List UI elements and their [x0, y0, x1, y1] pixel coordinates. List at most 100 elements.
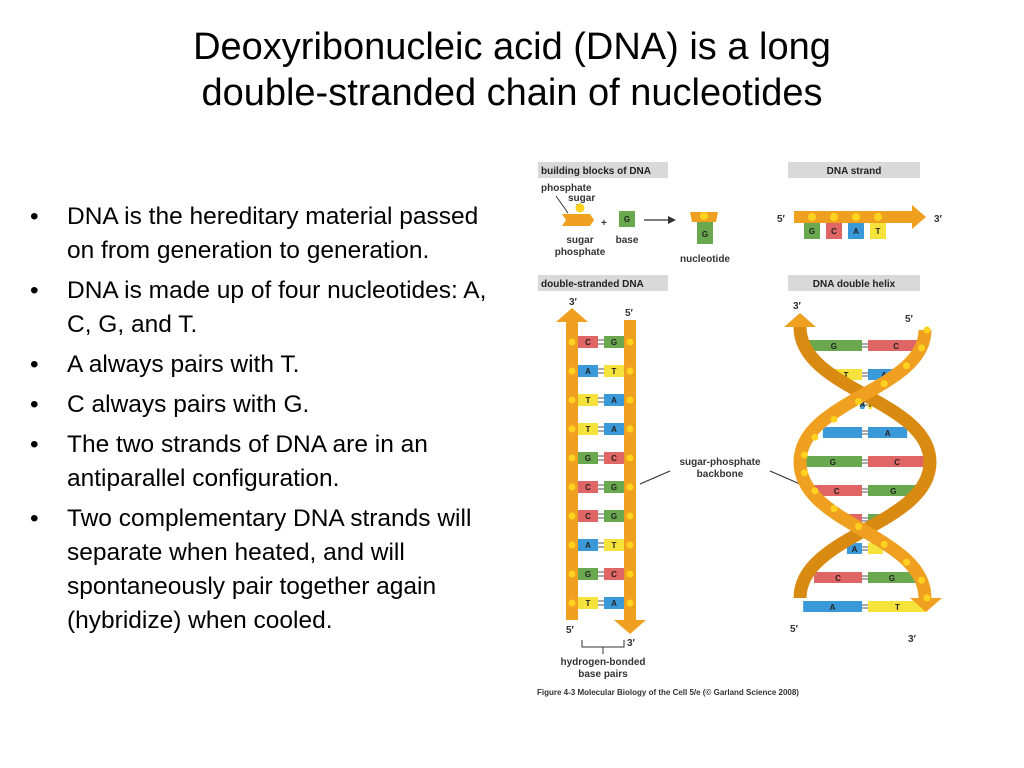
bullet-marker: • — [30, 505, 39, 532]
bullet-text: The two strands of DNA are in an antipar… — [67, 431, 428, 492]
ds-base-left — [578, 597, 598, 609]
helix-base-letter: A — [885, 429, 891, 438]
ds-base-right — [604, 481, 624, 493]
helix-base-right — [868, 398, 872, 409]
ds-base-letter: T — [586, 396, 591, 405]
slide-title: Deoxyribonucleic acid (DNA) is a long do… — [60, 24, 964, 116]
phosphate-dot — [874, 213, 882, 221]
ds-base-letter: A — [611, 599, 617, 608]
strand-base-letter: C — [831, 227, 837, 236]
helix-base-letter: C — [834, 487, 840, 496]
bullet-item: • Two complementary DNA strands will sepa… — [30, 502, 510, 638]
bullet-text: DNA is made up of four nucleotides: A, C… — [67, 277, 487, 338]
phosphate-dot — [923, 594, 931, 602]
phosphate-dot — [575, 203, 585, 213]
helix-base-left — [842, 514, 862, 525]
bullet-text: A always pairs with T. — [67, 351, 300, 378]
ds-base-letter: C — [585, 512, 591, 521]
ds-base-letter: T — [612, 541, 617, 550]
strand-base-a — [848, 223, 864, 239]
bullet-item: • A always pairs with T. — [30, 348, 510, 382]
ds-base-right — [604, 597, 624, 609]
ds-base-right — [604, 423, 624, 435]
phosphate-dot — [626, 367, 634, 375]
helix-base-right — [868, 601, 927, 612]
bullet-text: Two complementary DNA strands will separ… — [67, 505, 472, 634]
phosphate-dot — [626, 396, 634, 404]
helix-base-letter: C — [849, 516, 855, 525]
strand-base-g — [804, 223, 820, 239]
label-hbond-2: base pairs — [578, 669, 628, 680]
ds-base-letter: T — [586, 599, 591, 608]
label-5-prime: 5′ — [790, 624, 799, 635]
ds-base-right — [604, 568, 624, 580]
bullet-marker: • — [30, 203, 39, 230]
phosphate-dot — [626, 454, 634, 462]
helix-base-letter: A — [881, 371, 887, 380]
ds-base-letter: G — [611, 338, 617, 347]
pointer-line — [769, 470, 801, 485]
helix-base-left — [830, 369, 862, 380]
phosphate-dot — [808, 213, 816, 221]
phosphate-dot — [568, 396, 576, 404]
ds-base-letter: T — [586, 425, 591, 434]
header-strand-bg — [788, 162, 920, 178]
phosphate-dot — [830, 213, 838, 221]
ds-base-right — [604, 510, 624, 522]
helix-base-letter: T — [844, 371, 849, 380]
helix-base-left — [803, 456, 862, 467]
helix-base-right — [868, 340, 925, 351]
ds-base-left — [578, 423, 598, 435]
phosphate-dot — [902, 362, 910, 370]
phosphate-dot — [568, 425, 576, 433]
phosphate-dot — [626, 570, 634, 578]
helix-base-left — [805, 340, 862, 351]
ds-base-letter: A — [611, 425, 617, 434]
ds-base-right — [604, 452, 624, 464]
ds-base-left — [578, 510, 598, 522]
ds-base-letter: A — [611, 396, 617, 405]
label-5-prime: 5′ — [625, 308, 634, 319]
base-letter: G — [624, 215, 630, 224]
helix-base-letter: G — [889, 574, 895, 583]
phosphate-dot — [568, 570, 576, 578]
bullet-marker: • — [30, 351, 39, 378]
helix-arrow-up-icon — [784, 313, 816, 327]
ds-base-letter: A — [585, 367, 591, 376]
ds-base-right — [604, 539, 624, 551]
label-sugar-phosphate-2: phosphate — [555, 247, 606, 258]
bracket-line — [581, 640, 625, 648]
bullet-marker: • — [30, 391, 39, 418]
sugar-phosphate-shape — [562, 214, 594, 226]
ds-base-left — [578, 539, 598, 551]
phosphate-dot — [568, 512, 576, 520]
ds-base-letter: T — [612, 367, 617, 376]
header-double-stranded: double-stranded DNA — [541, 279, 644, 290]
helix-base-right — [868, 427, 908, 438]
phosphate-dot — [800, 469, 808, 477]
phosphate-dot — [568, 483, 576, 491]
helix-base-letter: G — [830, 458, 836, 467]
ds-base-left — [578, 481, 598, 493]
phosphate-dot — [568, 599, 576, 607]
ds-base-right — [604, 365, 624, 377]
helix-base-letter: T — [895, 603, 900, 612]
helix-base-letter: G — [875, 516, 881, 525]
header-double-stranded-bg — [538, 275, 668, 291]
label-sugar-phosphate-1: sugar — [566, 235, 593, 246]
helix-base-right — [868, 543, 884, 554]
helix-base-left — [813, 572, 862, 583]
bullet-text: DNA is the hereditary material passed on… — [67, 203, 479, 264]
helix-base-left — [846, 543, 862, 554]
helix-base-letter: A — [859, 400, 865, 409]
bullet-marker: • — [30, 431, 39, 458]
helix-base-left — [811, 485, 862, 496]
label-nucleotide: nucleotide — [680, 254, 730, 265]
ds-base-letter: G — [611, 512, 617, 521]
ds-base-left — [578, 365, 598, 377]
bullet-item: • DNA is the hereditary material passed o… — [30, 200, 510, 268]
phosphate-dot — [830, 415, 838, 423]
header-strand: DNA strand — [827, 166, 882, 177]
phosphate-dot — [626, 599, 634, 607]
